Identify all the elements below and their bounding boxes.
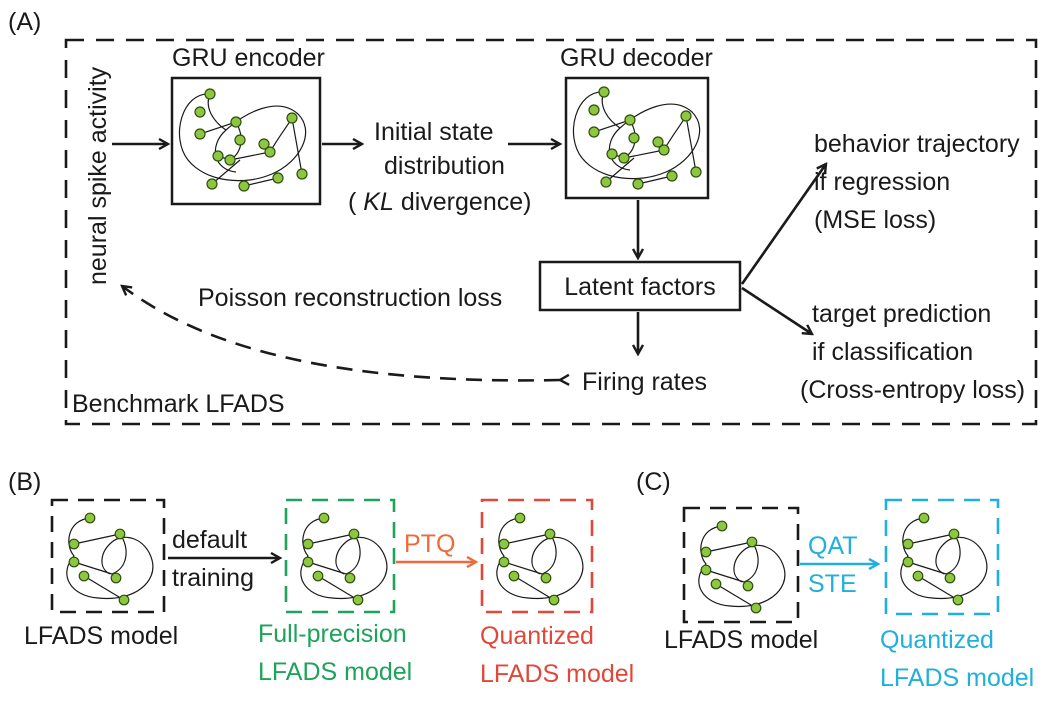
quantized-network-icon-b: [496, 512, 584, 606]
gru-decoder-network-icon: [572, 86, 702, 190]
panel-a-tag: (A): [8, 8, 41, 36]
quantized-c-line1: Quantized: [880, 626, 994, 654]
poisson-loss-label: Poisson reconstruction loss: [198, 284, 502, 312]
gru-encoder-box: [170, 76, 322, 206]
behavior-line2: if regression: [814, 168, 950, 196]
panel-b-tag: (B): [8, 468, 41, 496]
gru-decoder-title: GRU decoder: [560, 44, 713, 72]
panel-b-lfads-network-icon: [66, 512, 154, 606]
quantized-b-line2: LFADS model: [480, 660, 634, 688]
target-line1: target prediction: [812, 300, 991, 328]
gru-encoder-network-icon: [178, 88, 308, 192]
full-precision-model-frame: [284, 498, 396, 614]
panel-c-tag: (C): [636, 468, 671, 496]
target-line2: if classification: [812, 338, 973, 366]
quantized-model-frame-b: [480, 498, 594, 614]
neural-spike-activity-label: neural spike activity: [84, 66, 112, 285]
full-precision-line1: Full-precision: [258, 620, 407, 648]
ste-label: STE: [808, 570, 857, 598]
default-training-line2: training: [172, 564, 254, 592]
panel-c-lfads-network-icon: [698, 520, 786, 614]
firing-rates-label: Firing rates: [582, 368, 707, 396]
quantized-network-icon-c: [900, 512, 988, 606]
gru-encoder-title: GRU encoder: [172, 44, 325, 72]
default-training-line1: default: [172, 526, 247, 554]
quantized-model-frame-c: [884, 498, 1000, 616]
panel-c-lfads-model-frame: [682, 506, 800, 624]
benchmark-dashed-frame: [64, 38, 1038, 426]
kl-divergence-label: ( KL divergence): [348, 188, 531, 216]
ptq-label: PTQ: [404, 530, 455, 558]
initial-state-line2: distribution: [384, 152, 505, 180]
behavior-line3: (MSE loss): [814, 206, 936, 234]
target-line3: (Cross-entropy loss): [800, 376, 1025, 404]
panel-b-lfads-model-frame: [50, 498, 166, 614]
initial-state-line1: Initial state: [374, 118, 494, 146]
gru-decoder-box: [564, 76, 710, 200]
poisson-loss-dashed-arrow: [122, 286, 560, 380]
panel-c-model1-label: LFADS model: [664, 626, 818, 654]
arrow-latent-to-target: [741, 286, 812, 334]
quantized-b-line1: Quantized: [480, 622, 594, 650]
quantized-c-line2: LFADS model: [880, 664, 1034, 692]
full-precision-line2: LFADS model: [258, 658, 412, 686]
panel-b-model1-label: LFADS model: [24, 622, 178, 650]
latent-factors-label: Latent factors: [564, 273, 715, 301]
behavior-line1: behavior trajectory: [814, 130, 1020, 158]
qat-label: QAT: [808, 532, 858, 560]
benchmark-lfads-label: Benchmark LFADS: [72, 390, 285, 418]
full-precision-network-icon: [300, 512, 388, 606]
arrow-latent-to-behavior: [740, 164, 826, 285]
